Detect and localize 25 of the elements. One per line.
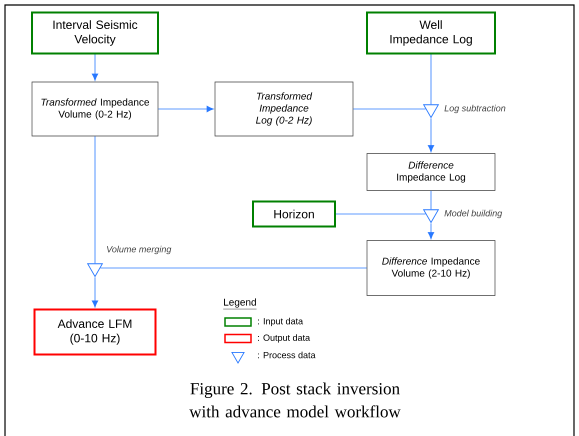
connector xyxy=(430,54,432,105)
legend-text: : Process data xyxy=(258,352,316,358)
output-box: Advance LFM (0-10 Hz) xyxy=(34,308,156,356)
legend-text: : Input data xyxy=(258,318,304,326)
caption: Figure 2. Post stack inversion with advance model workflow xyxy=(189,382,401,418)
connector xyxy=(158,106,214,112)
data-box: Transformed Impedance Log (0-2 Hz) xyxy=(214,82,354,136)
step-label: Volume merging xyxy=(107,246,172,254)
connector xyxy=(352,108,426,110)
connector xyxy=(428,222,434,240)
data-box: Transformed Impedance Volume (0-2 Hz) xyxy=(32,82,158,136)
data-box: Difference Impedance Log xyxy=(366,153,496,191)
step-label: Log subtraction xyxy=(444,104,506,114)
connector xyxy=(92,54,98,81)
connector xyxy=(428,118,434,152)
legend-title: Legend xyxy=(223,298,257,310)
step-label: Model building xyxy=(444,210,502,218)
connector xyxy=(430,190,432,210)
input-box: Horizon xyxy=(252,200,336,228)
connector xyxy=(92,276,98,308)
legend-text: : Output data xyxy=(258,334,310,343)
input-box: Interval Seismic Velocity xyxy=(31,12,159,54)
connector xyxy=(94,136,96,264)
input-box: Well Impedance Log xyxy=(366,12,496,54)
data-box: Difference Impedance Volume (2-10 Hz) xyxy=(366,240,496,296)
